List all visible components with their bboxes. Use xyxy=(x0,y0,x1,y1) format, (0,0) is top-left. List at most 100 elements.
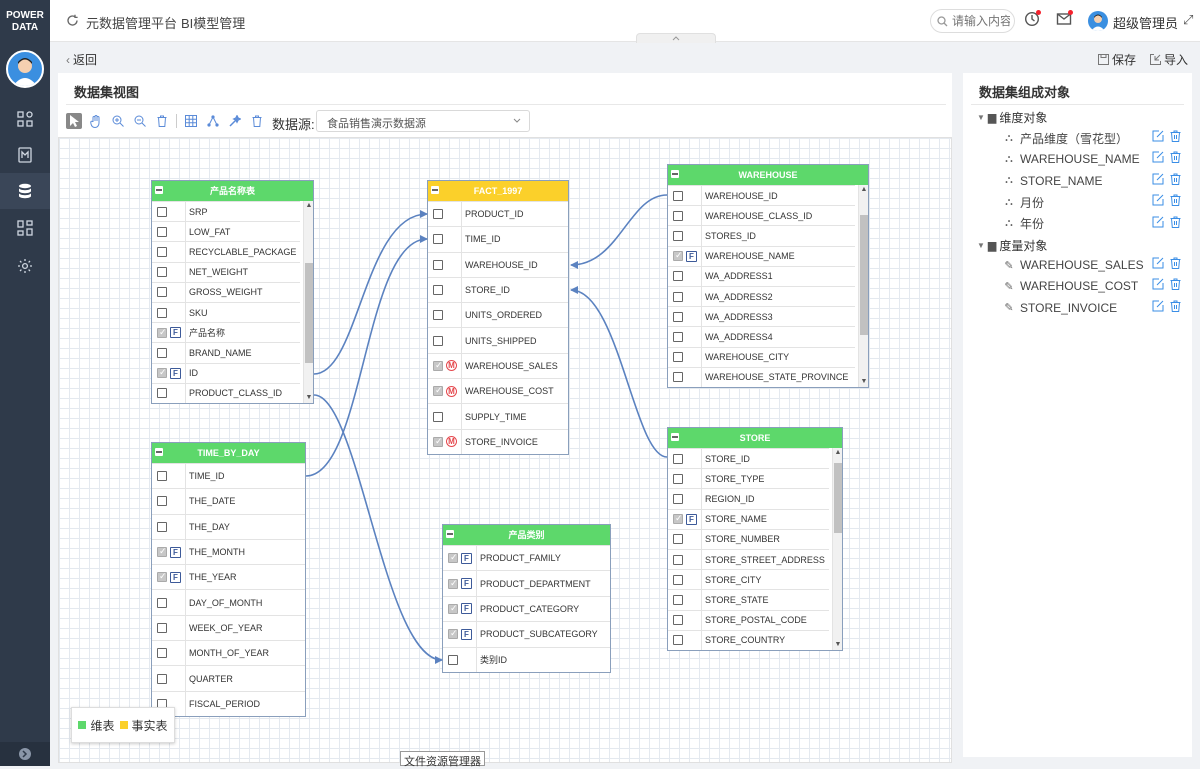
field-checkbox[interactable] xyxy=(157,496,167,507)
field-row[interactable]: MONTH_OF_YEAR xyxy=(152,640,305,665)
edit-icon[interactable] xyxy=(1152,151,1164,163)
field-checkbox[interactable] xyxy=(433,310,443,321)
trash-icon[interactable] xyxy=(1170,194,1181,207)
field-checkbox[interactable] xyxy=(157,546,167,558)
field-row[interactable]: SRP xyxy=(152,201,300,221)
field-row[interactable]: WEEK_OF_YEAR xyxy=(152,614,305,640)
field-row[interactable]: WA_ADDRESS4 xyxy=(668,326,855,346)
field-row[interactable]: SUPPLY_TIME xyxy=(428,403,568,428)
field-checkbox[interactable] xyxy=(433,259,443,270)
sidebar-item-settings[interactable] xyxy=(0,248,50,284)
datasource-select[interactable]: 食品销售演示数据源 xyxy=(316,110,530,132)
table-header[interactable]: 产品名称表 xyxy=(152,181,313,201)
field-row[interactable]: STORE_ID xyxy=(428,276,568,302)
field-row[interactable]: WA_ADDRESS2 xyxy=(668,285,855,306)
field-row[interactable]: WA_ADDRESS1 xyxy=(668,265,855,286)
import-button[interactable]: 导入 xyxy=(1150,51,1188,68)
field-row[interactable]: STORE_TYPE xyxy=(668,468,829,488)
collapse-icon[interactable] xyxy=(671,433,679,441)
table-header[interactable]: 产品类别 xyxy=(443,525,610,545)
field-checkbox[interactable] xyxy=(157,571,167,583)
field-checkbox[interactable] xyxy=(157,206,167,217)
field-checkbox[interactable] xyxy=(157,597,167,608)
field-row[interactable]: WAREHOUSE_CLASS_ID xyxy=(668,205,855,225)
table-store[interactable]: STORESTORE_IDSTORE_TYPEREGION_IDFSTORE_N… xyxy=(667,427,843,651)
scroll-down-icon[interactable]: ▼ xyxy=(305,394,313,401)
field-row[interactable]: STORE_NUMBER xyxy=(668,528,829,549)
scroll-up-icon[interactable]: ▲ xyxy=(834,449,842,456)
table-header[interactable]: STORE xyxy=(668,428,842,448)
field-checkbox[interactable] xyxy=(673,574,683,585)
object-item[interactable]: ✎STORE_INVOICE xyxy=(1003,299,1181,317)
field-checkbox[interactable] xyxy=(673,493,683,504)
field-checkbox[interactable] xyxy=(157,327,167,338)
field-row[interactable]: WAREHOUSE_CITY xyxy=(668,346,855,367)
object-item[interactable]: ✎WAREHOUSE_SALES xyxy=(1003,256,1181,274)
field-row[interactable]: STORE_COUNTRY xyxy=(668,629,829,650)
field-checkbox[interactable] xyxy=(448,603,458,614)
field-checkbox[interactable] xyxy=(673,250,683,262)
field-row[interactable]: WAREHOUSE_STATE_PROVINCE xyxy=(668,366,855,387)
field-row[interactable]: PRODUCT_CLASS_ID xyxy=(152,382,300,403)
field-checkbox[interactable] xyxy=(157,521,167,532)
scroll-down-icon[interactable]: ▼ xyxy=(834,641,842,648)
field-checkbox[interactable] xyxy=(157,246,167,257)
table-header[interactable]: TIME_BY_DAY xyxy=(152,443,305,463)
trash-icon[interactable] xyxy=(1170,173,1181,185)
field-checkbox[interactable] xyxy=(433,411,443,422)
scroll-up-icon[interactable]: ▲ xyxy=(860,186,868,193)
field-row[interactable]: THE_DAY xyxy=(152,513,305,539)
field-row[interactable]: STORE_ID xyxy=(668,448,829,468)
edit-icon[interactable] xyxy=(1152,257,1164,269)
trash-icon[interactable] xyxy=(1170,278,1181,291)
collapse-icon[interactable] xyxy=(155,186,163,194)
field-checkbox[interactable] xyxy=(673,311,683,322)
table-scrollbar[interactable]: ▲▼ xyxy=(858,185,868,387)
field-row[interactable]: PRODUCT_ID xyxy=(428,201,568,226)
field-checkbox[interactable] xyxy=(157,287,167,298)
trash-icon[interactable] xyxy=(1170,151,1181,164)
zoom-out-button[interactable] xyxy=(132,113,148,129)
clear-tool-button[interactable] xyxy=(249,113,265,129)
field-checkbox[interactable] xyxy=(433,360,443,371)
field-checkbox[interactable] xyxy=(157,622,167,633)
field-row[interactable]: TIME_ID xyxy=(152,463,305,488)
table-header[interactable]: WAREHOUSE xyxy=(668,165,868,185)
trash-icon[interactable] xyxy=(1170,216,1181,228)
field-row[interactable]: UNITS_SHIPPED xyxy=(428,327,568,352)
field-checkbox[interactable] xyxy=(673,230,683,241)
field-checkbox[interactable] xyxy=(673,372,683,383)
field-checkbox[interactable] xyxy=(433,385,443,397)
field-row[interactable]: NET_WEIGHT xyxy=(152,261,300,282)
field-row[interactable]: RECYCLABLE_PACKAGE xyxy=(152,241,300,261)
sidebar-item-apps[interactable] xyxy=(0,210,50,246)
edit-icon[interactable] xyxy=(1152,173,1164,185)
object-item[interactable]: ⛬产品维度（雪花型） xyxy=(1003,129,1181,147)
collapse-handle[interactable] xyxy=(636,33,716,43)
object-item[interactable]: ✎WAREHOUSE_COST xyxy=(1003,277,1181,295)
field-checkbox[interactable] xyxy=(673,331,683,342)
field-checkbox[interactable] xyxy=(157,388,167,399)
field-row[interactable]: LOW_FAT xyxy=(152,221,300,241)
table-scrollbar[interactable]: ▲▼ xyxy=(303,201,313,403)
field-row[interactable]: WAREHOUSE_ID xyxy=(428,251,568,277)
zoom-in-button[interactable] xyxy=(110,113,126,129)
dimension-group[interactable]: ▼▆维度对象 xyxy=(977,109,1047,126)
field-checkbox[interactable] xyxy=(433,234,443,245)
table-scrollbar[interactable]: ▲▼ xyxy=(832,448,842,650)
edit-icon[interactable] xyxy=(1152,130,1164,142)
field-checkbox[interactable] xyxy=(157,648,167,659)
field-checkbox[interactable] xyxy=(433,209,443,220)
field-row[interactable]: TIME_ID xyxy=(428,226,568,251)
